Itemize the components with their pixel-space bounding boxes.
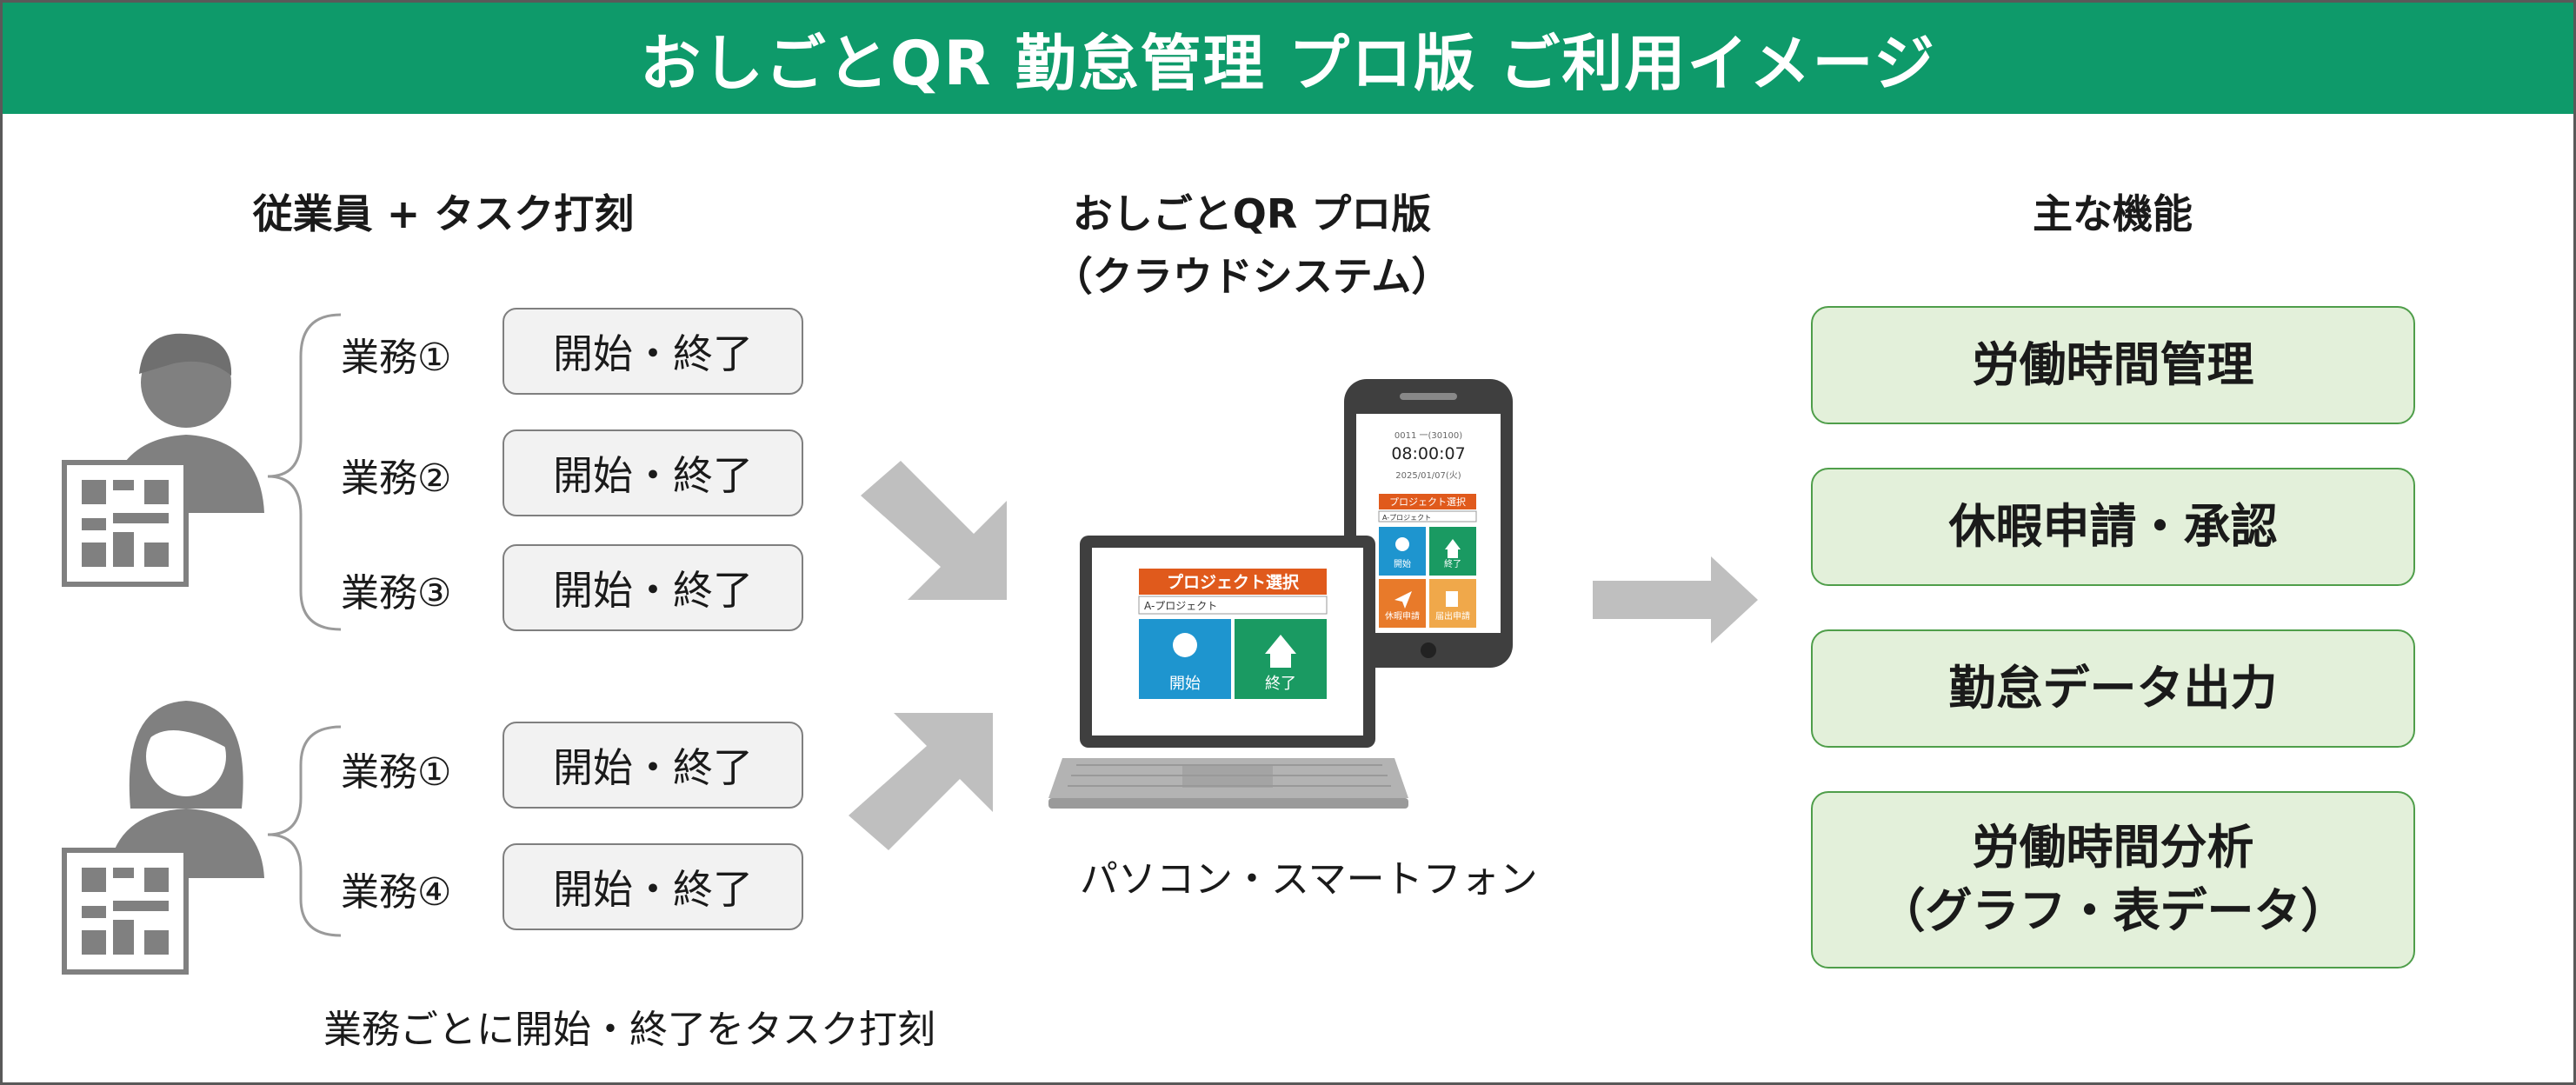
right-heading: 主な機能 — [2033, 190, 2193, 237]
phone-end-label: 終了 — [1444, 558, 1461, 569]
task-start-end-button[interactable]: 開始・終了 — [503, 308, 803, 395]
phone-leave-tile — [1379, 579, 1426, 628]
center-caption: パソコン・スマートフォン — [1080, 857, 1538, 902]
left-caption: 業務ごとに開始・終了をタスク打刻 — [323, 1008, 935, 1052]
laptop-illustration: プロジェクト選択 A-プロジェクト 開始 終了 — [1048, 536, 1408, 809]
feature-subtitle: （グラフ・表データ） — [1878, 883, 2348, 938]
task-start-end-button[interactable]: 開始・終了 — [503, 429, 803, 516]
task-start-end-button[interactable]: 開始・終了 — [503, 722, 803, 809]
phone-start-label: 開始 — [1394, 558, 1411, 569]
task-label: 業務③ — [341, 571, 452, 616]
send-icon — [1395, 591, 1412, 609]
smartphone-illustration: 0011 一(30100) 08:00:07 2025/01/07(火) プロジ… — [1344, 379, 1513, 668]
phone-user: 0011 一(30100) — [1395, 431, 1462, 441]
qr-code-icon — [62, 848, 189, 975]
document-icon — [1446, 591, 1458, 607]
task-label: 業務④ — [341, 870, 452, 915]
feature-box: 休暇申請・承認 — [1811, 468, 2415, 586]
arrow-upper — [861, 461, 1007, 600]
arrow-lower — [849, 713, 993, 850]
home-icon — [1265, 635, 1296, 668]
qr-code-icon — [62, 460, 189, 587]
feature-title: 勤怠データ出力 — [1948, 660, 2278, 716]
laptop-end-label: 終了 — [1265, 675, 1296, 693]
phone-time: 08:00:07 — [1391, 444, 1465, 463]
phone-select: A-プロジェクト — [1382, 514, 1431, 522]
phone-header: プロジェクト選択 — [1389, 496, 1466, 508]
sun-icon — [1395, 537, 1409, 551]
sun-icon — [1173, 633, 1197, 657]
arrow-right — [1593, 556, 1758, 643]
feature-title: 休暇申請・承認 — [1948, 498, 2278, 554]
task-start-end-button[interactable]: 開始・終了 — [503, 843, 803, 930]
center-heading-line1: おしごとQR プロ版 — [1072, 190, 1432, 237]
feature-title: 労働時間管理 — [1972, 336, 2254, 392]
laptop-start-tile — [1139, 619, 1231, 699]
task-start-end-button[interactable]: 開始・終了 — [503, 544, 803, 631]
bracket-employee-1 — [267, 313, 342, 631]
home-icon — [1445, 539, 1461, 558]
center-heading-line2: （クラウドシステム） — [1052, 253, 1452, 300]
title-banner: おしごとQR 勤怠管理 プロ版 ご利用イメージ — [3, 3, 2573, 114]
feature-title: 労働時間分析 — [1972, 820, 2254, 875]
phone-leave-label: 休暇申請 — [1385, 610, 1420, 622]
phone-date: 2025/01/07(火) — [1395, 470, 1461, 481]
task-label: 業務① — [341, 336, 452, 380]
left-heading: 従業員 + タスク打刻 — [252, 190, 635, 237]
task-label: 業務① — [341, 750, 452, 795]
laptop-start-label: 開始 — [1169, 675, 1201, 693]
feature-box: 労働時間管理 — [1811, 306, 2415, 424]
feature-box: 労働時間分析 （グラフ・表データ） — [1811, 791, 2415, 969]
task-label: 業務② — [341, 456, 452, 501]
laptop-select: A-プロジェクト — [1144, 600, 1217, 612]
bracket-employee-2 — [267, 725, 342, 937]
phone-request-label: 届出申請 — [1435, 610, 1470, 622]
laptop-header: プロジェクト選択 — [1167, 572, 1300, 592]
feature-box: 勤怠データ出力 — [1811, 629, 2415, 748]
